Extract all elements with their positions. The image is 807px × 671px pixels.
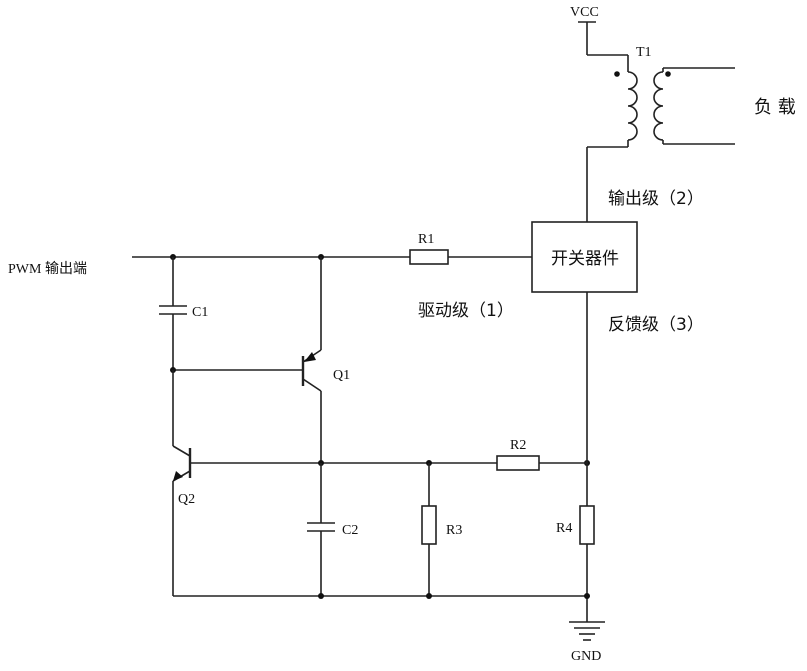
resistor-r2 [496, 455, 540, 471]
r4-label: R4 [556, 521, 572, 536]
switch-device-label: 开关器件 [551, 249, 619, 269]
vcc-label: VCC [570, 5, 599, 20]
resistor-r1 [409, 249, 449, 265]
r3-label: R3 [446, 523, 462, 538]
r2-label: R2 [510, 438, 526, 453]
c2-label: C2 [342, 523, 358, 538]
pwm-output-label: PWM 输出端 [8, 261, 87, 277]
capacitor-c2 [307, 463, 335, 596]
t1-label: T1 [636, 45, 652, 60]
transistor-q1 [173, 257, 322, 463]
resistor-r3 [421, 463, 437, 596]
r1-label: R1 [418, 232, 434, 247]
switch-device-box [531, 221, 638, 293]
capacitor-c1 [159, 257, 187, 370]
resistor-r4 [579, 505, 595, 622]
output-stage-label: 输出级（2） [608, 189, 704, 209]
gnd-label: GND [571, 649, 601, 664]
vcc-terminal [578, 21, 629, 72]
q1-label: Q1 [333, 368, 350, 383]
drive-stage-label: 驱动级（1） [418, 301, 514, 321]
ground-icon [569, 621, 605, 641]
q2-label: Q2 [178, 492, 195, 507]
transistor-q2 [172, 370, 497, 596]
transformer-t1 [586, 67, 735, 222]
load-label: 负 载 [754, 97, 796, 118]
c1-label: C1 [192, 305, 208, 320]
feedback-stage-label: 反馈级（3） [608, 315, 704, 335]
